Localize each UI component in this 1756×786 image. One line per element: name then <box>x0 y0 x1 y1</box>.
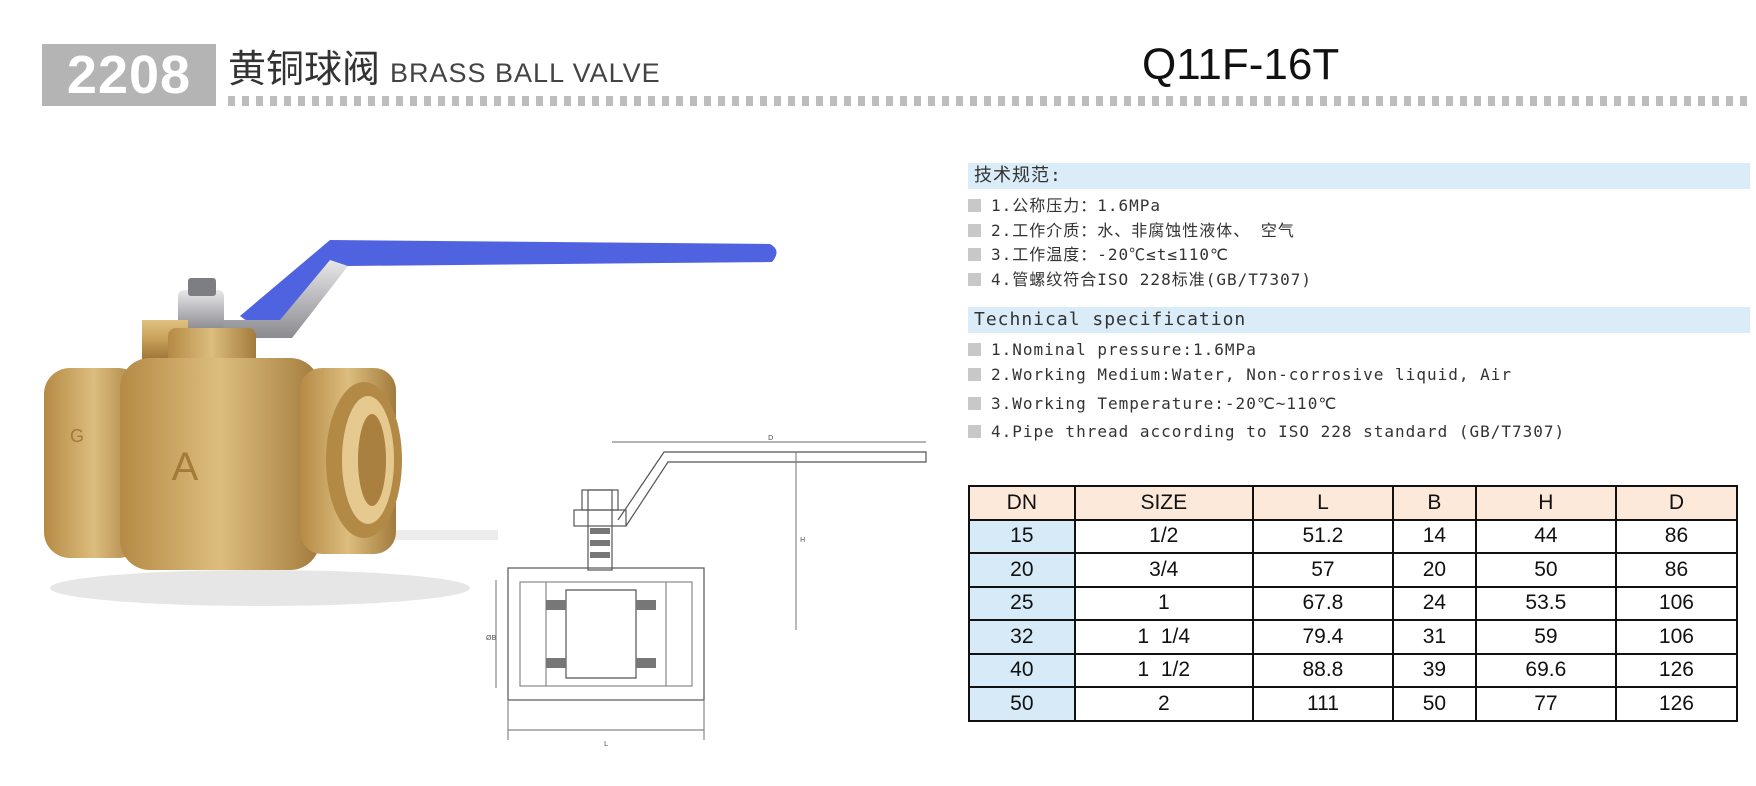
svg-text:G: G <box>70 426 84 446</box>
spec-cn-item: 1.公称压力：1.6MPa <box>968 196 1161 216</box>
cell-d: 126 <box>1614 686 1739 722</box>
cell-l: 79.4 <box>1251 619 1394 655</box>
bullet-square-icon <box>968 397 981 410</box>
cell-d: 126 <box>1614 652 1739 688</box>
cell-l: 57 <box>1251 552 1394 588</box>
cell-size: 2 <box>1073 686 1254 722</box>
cell-dn: 32 <box>968 619 1076 655</box>
technical-drawing: D H L ØB <box>486 434 927 748</box>
handle-grip <box>240 240 777 336</box>
cell-dn: 50 <box>968 686 1076 722</box>
cell-l: 51.2 <box>1251 518 1394 554</box>
valve-photo: A G <box>44 240 777 606</box>
cell-h: 69.6 <box>1474 652 1617 688</box>
title-chinese: 黄铜球阀 <box>228 47 381 91</box>
bullet-square-icon <box>968 199 981 212</box>
spec-cn-item: 2.工作介质：水、非腐蚀性液体、 空气 <box>968 221 1295 241</box>
cell-size: 1 <box>1073 585 1254 621</box>
dimension-table: DN SIZE L B H D 15 1/2 51.2 14 44 86 20 … <box>968 485 1739 722</box>
bullet-square-icon <box>968 368 981 381</box>
dim-label-b: ØB <box>486 634 497 642</box>
table-row: 20 3/4 57 20 50 86 <box>968 552 1739 588</box>
col-size: SIZE <box>1073 485 1254 521</box>
table-row: 15 1/2 51.2 14 44 86 <box>968 518 1739 554</box>
cell-size: 1 1/4 <box>1073 619 1254 655</box>
cell-d: 106 <box>1614 585 1739 621</box>
table-row: 32 1 1/4 79.4 31 59 106 <box>968 619 1739 655</box>
cell-b: 31 <box>1391 619 1477 655</box>
dim-label-d: D <box>768 434 773 442</box>
spec-en-item: 2.Working Medium:Water, Non-corrosive li… <box>968 365 1512 385</box>
cell-dn: 15 <box>968 518 1076 554</box>
bullet-square-icon <box>968 273 981 286</box>
col-l: L <box>1251 485 1394 521</box>
col-dn: DN <box>968 485 1076 521</box>
cell-h: 77 <box>1474 686 1617 722</box>
header-dotted-divider <box>228 96 1752 106</box>
col-h: H <box>1474 485 1617 521</box>
col-b: B <box>1391 485 1477 521</box>
title-english: BRASS BALL VALVE <box>390 58 661 88</box>
spec-cn-item: 4.管螺纹符合ISO 228标准(GB/T7307) <box>968 270 1312 290</box>
dim-label-h: H <box>800 536 805 544</box>
spec-heading-english: Technical specification <box>968 307 1750 333</box>
cell-b: 39 <box>1391 652 1477 688</box>
spec-en-item: 3.Working Temperature:-20℃~110℃ <box>968 394 1337 414</box>
spec-heading-chinese: 技术规范: <box>968 163 1750 189</box>
model-number: Q11F-16T <box>1142 40 1340 89</box>
cell-b: 50 <box>1391 686 1477 722</box>
cell-h: 50 <box>1474 552 1617 588</box>
cell-d: 86 <box>1614 552 1739 588</box>
cell-size: 1 1/2 <box>1073 652 1254 688</box>
cell-h: 44 <box>1474 518 1617 554</box>
bullet-square-icon <box>968 224 981 237</box>
table-row: 50 2 111 50 77 126 <box>968 686 1739 722</box>
cell-d: 106 <box>1614 619 1739 655</box>
cell-l: 88.8 <box>1251 652 1394 688</box>
table-header-row: DN SIZE L B H D <box>968 485 1739 521</box>
spec-en-item: 4.Pipe thread according to ISO 228 stand… <box>968 422 1565 442</box>
svg-text:A: A <box>172 445 199 489</box>
bullet-square-icon <box>968 343 981 356</box>
cell-b: 20 <box>1391 552 1477 588</box>
product-code: 2208 <box>66 45 192 105</box>
cell-b: 14 <box>1391 518 1477 554</box>
table-row: 25 1 67.8 24 53.5 106 <box>968 585 1739 621</box>
cell-dn: 25 <box>968 585 1076 621</box>
bullet-square-icon <box>968 248 981 261</box>
cell-l: 111 <box>1251 686 1394 722</box>
cell-l: 67.8 <box>1251 585 1394 621</box>
cell-b: 24 <box>1391 585 1477 621</box>
cell-d: 86 <box>1614 518 1739 554</box>
table-row: 40 1 1/2 88.8 39 69.6 126 <box>968 652 1739 688</box>
col-d: D <box>1614 485 1739 521</box>
dim-label-l: L <box>604 740 608 748</box>
stem-nut <box>178 290 224 330</box>
cell-size: 3/4 <box>1073 552 1254 588</box>
bullet-square-icon <box>968 425 981 438</box>
product-code-badge: 2208 <box>42 44 216 106</box>
cell-dn: 20 <box>968 552 1076 588</box>
cell-h: 59 <box>1474 619 1617 655</box>
cell-size: 1/2 <box>1073 518 1254 554</box>
cell-h: 53.5 <box>1474 585 1617 621</box>
cell-dn: 40 <box>968 652 1076 688</box>
spec-cn-item: 3.工作温度：-20℃≤t≤110℃ <box>968 245 1229 265</box>
spec-en-item: 1.Nominal pressure:1.6MPa <box>968 340 1257 360</box>
